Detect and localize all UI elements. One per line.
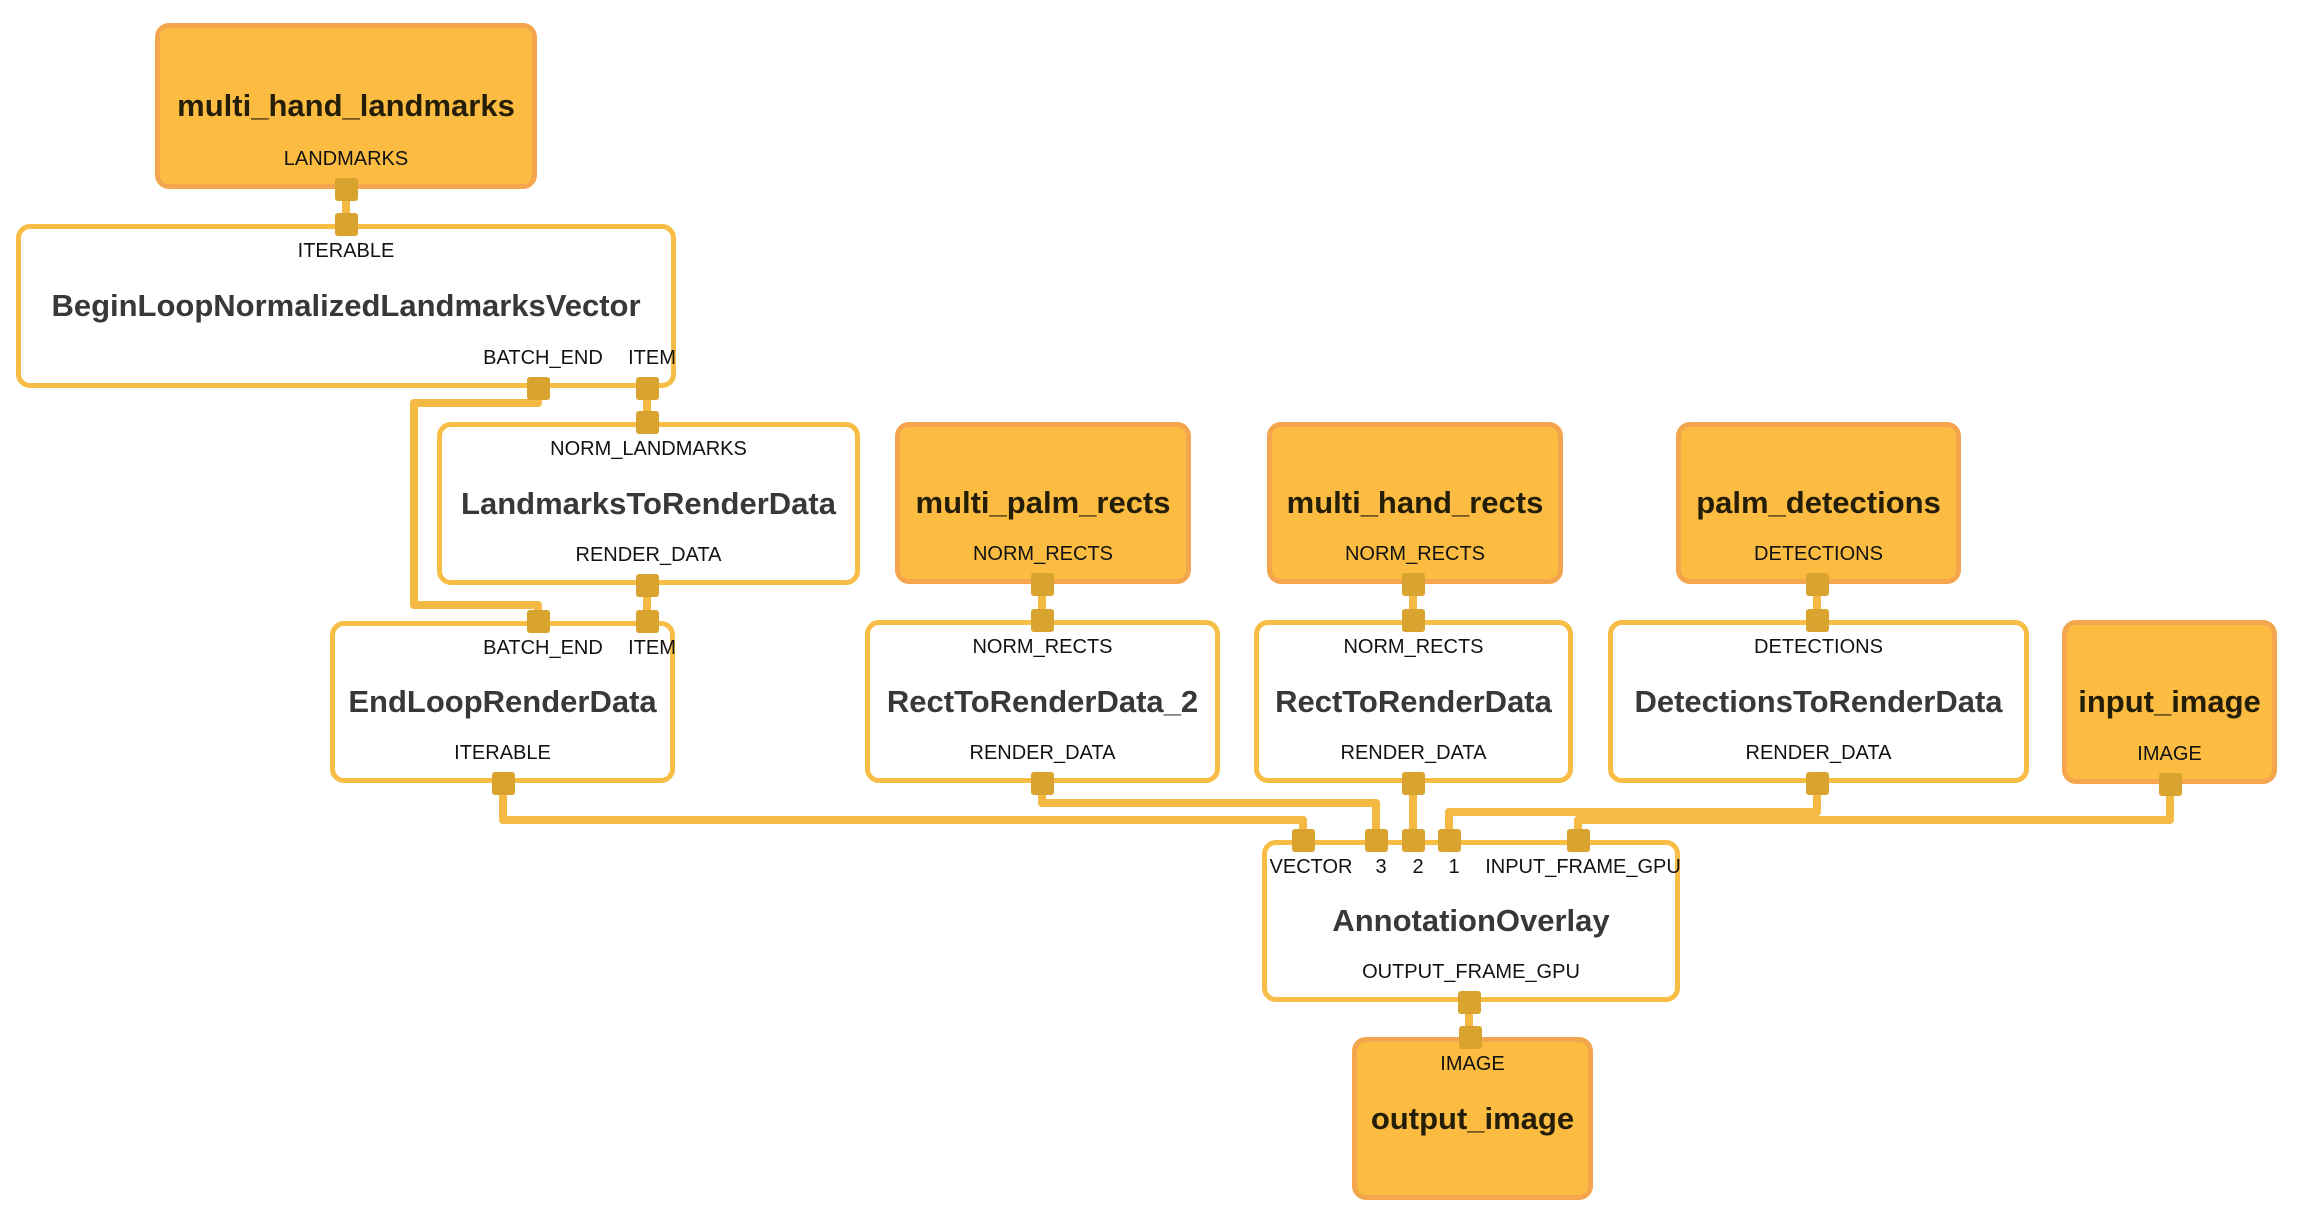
node-title: AnnotationOverlay (1332, 903, 1610, 938)
port-label-landmarks: LANDMARKS (283, 148, 409, 170)
pin-input-image-out (2159, 773, 2182, 796)
port-label-item: ITEM (628, 637, 676, 659)
port-label-detections: DETECTIONS (1754, 543, 1883, 565)
node-rect-to-render-data[interactable]: NORM_RECTS RectToRenderData RENDER_DATA (1254, 620, 1573, 783)
pin-annotation-overlay-2 (1402, 829, 1425, 852)
pin-landmarks-to-render-data-out (636, 574, 659, 597)
pin-annotation-overlay-input-frame-gpu (1567, 829, 1590, 852)
pin-annotation-overlay-1 (1438, 829, 1461, 852)
node-title: output_image (1370, 1100, 1575, 1136)
pin-rect-to-render-data-2-out (1031, 772, 1054, 795)
node-title: LandmarksToRenderData (461, 485, 836, 521)
node-title: multi_hand_rects (1286, 485, 1544, 520)
pin-detections-to-render-data-in (1806, 609, 1829, 632)
node-detections-to-render-data[interactable]: DETECTIONS DetectionsToRenderData RENDER… (1608, 620, 2029, 783)
port-label-detections: DETECTIONS (1754, 636, 1883, 658)
port-label-input-frame-gpu: INPUT_FRAME_GPU (1485, 856, 1681, 878)
port-label-norm-landmarks: NORM_LANDMARKS (550, 438, 747, 460)
node-input-image[interactable]: input_image IMAGE (2062, 620, 2277, 784)
node-multi-hand-rects[interactable]: multi_hand_rects NORM_RECTS (1267, 422, 1563, 584)
node-begin-loop-normalized-landmarks-vector[interactable]: ITERABLE BeginLoopNormalizedLandmarksVec… (16, 224, 676, 388)
port-label-output-frame-gpu: OUTPUT_FRAME_GPU (1362, 961, 1580, 983)
node-title: palm_detections (1696, 485, 1941, 520)
node-title: RectToRenderData_2 (886, 683, 1199, 719)
pin-begin-loop-iterable (335, 213, 358, 236)
node-title: input_image (2078, 684, 2261, 719)
pin-multi-hand-rects-out (1402, 573, 1425, 596)
pin-multi-palm-rects-out (1031, 573, 1054, 596)
port-label-vector: VECTOR (1269, 856, 1353, 878)
pin-multi-hand-landmarks-out (335, 178, 358, 201)
port-label-image: IMAGE (2137, 743, 2202, 765)
pin-begin-loop-item (636, 377, 659, 400)
pin-landmarks-to-render-data-in (636, 411, 659, 434)
edge-render-data-to-3 (1038, 779, 1380, 844)
pin-detections-to-render-data-out (1806, 772, 1829, 795)
node-title: RectToRenderData (1275, 683, 1552, 719)
port-label-batch-end: BATCH_END (483, 347, 603, 369)
pin-annotation-overlay-vector (1292, 829, 1315, 852)
port-label-norm-rects: NORM_RECTS (1343, 636, 1484, 658)
node-title: multi_hand_landmarks (177, 88, 515, 123)
pin-rect-to-render-data-out (1402, 772, 1425, 795)
node-multi-palm-rects[interactable]: multi_palm_rects NORM_RECTS (895, 422, 1191, 584)
pin-annotation-overlay-3 (1365, 829, 1388, 852)
port-label-render-data: RENDER_DATA (969, 742, 1116, 764)
port-label-2: 2 (1412, 856, 1424, 878)
port-label-iterable: ITERABLE (454, 742, 551, 764)
pin-end-loop-item (636, 610, 659, 633)
edge-iterable-to-vector (499, 779, 1307, 844)
port-label-norm-rects: NORM_RECTS (972, 636, 1113, 658)
port-label-3: 3 (1375, 856, 1387, 878)
pin-end-loop-iterable (492, 772, 515, 795)
pin-annotation-overlay-output-frame-gpu (1458, 991, 1481, 1014)
pin-end-loop-batch-end (527, 610, 550, 633)
port-label-image: IMAGE (1440, 1053, 1505, 1075)
node-title: multi_palm_rects (915, 485, 1171, 520)
port-label-iterable: ITERABLE (297, 240, 395, 262)
pin-rect-to-render-data-in (1402, 609, 1425, 632)
port-label-batch-end: BATCH_END (483, 637, 603, 659)
node-end-loop-render-data[interactable]: BATCH_END ITEM EndLoopRenderData ITERABL… (330, 621, 676, 783)
pin-begin-loop-batch-end (527, 377, 550, 400)
port-label-item: ITEM (628, 347, 676, 369)
node-title: DetectionsToRenderData (1634, 683, 2003, 719)
node-title: BeginLoopNormalizedLandmarksVector (51, 288, 641, 323)
node-landmarks-to-render-data[interactable]: NORM_LANDMARKS LandmarksToRenderData REN… (437, 422, 860, 585)
node-rect-to-render-data-2[interactable]: NORM_RECTS RectToRenderData_2 RENDER_DAT… (865, 620, 1220, 783)
port-label-render-data: RENDER_DATA (1340, 742, 1487, 764)
port-label-1: 1 (1448, 856, 1460, 878)
pin-palm-detections-out (1806, 573, 1829, 596)
pin-rect-to-render-data-2-in (1031, 609, 1054, 632)
port-label-norm-rects: NORM_RECTS (1344, 543, 1485, 565)
port-label-render-data: RENDER_DATA (575, 544, 722, 566)
port-label-render-data: RENDER_DATA (1745, 742, 1892, 764)
pin-output-image-in (1459, 1026, 1482, 1049)
node-output-image[interactable]: IMAGE output_image (1352, 1037, 1593, 1200)
node-annotation-overlay[interactable]: VECTOR 3 2 1 INPUT_FRAME_GPU AnnotationO… (1262, 840, 1681, 1002)
port-label-norm-rects: NORM_RECTS (972, 543, 1113, 565)
node-multi-hand-landmarks[interactable]: multi_hand_landmarks LANDMARKS (155, 23, 537, 189)
node-palm-detections[interactable]: palm_detections DETECTIONS (1676, 422, 1961, 584)
edge-render-data-to-1 (1445, 779, 1821, 844)
node-title: EndLoopRenderData (348, 684, 657, 719)
